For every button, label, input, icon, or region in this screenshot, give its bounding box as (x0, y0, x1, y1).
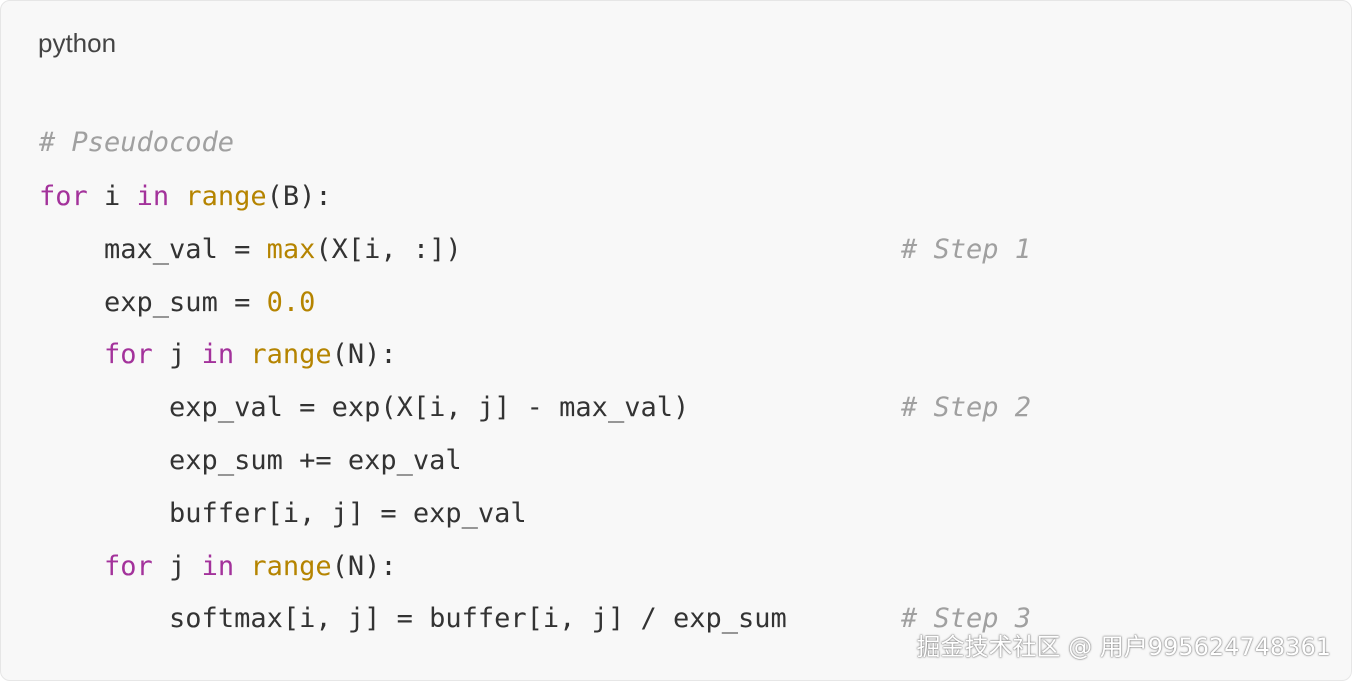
code-token: (N): (331, 551, 397, 582)
code-line: exp_sum += exp_val (39, 441, 462, 481)
code-line: for i in range(B): (39, 177, 332, 217)
code-line: exp_sum = 0.0 (39, 283, 315, 323)
code-indent (39, 445, 169, 476)
code-line: exp_val = exp(X[i, j] - max_val) (39, 388, 689, 428)
code-token: max (266, 234, 316, 265)
code-line: softmax[i, j] = buffer[i, j] / exp_sum (39, 599, 787, 639)
code-indent (39, 603, 169, 634)
code-line: buffer[i, j] = exp_val (39, 494, 527, 534)
code-indent (39, 234, 104, 265)
code-token: j (152, 339, 202, 370)
step-comment: # Step 1 (901, 234, 1032, 265)
code-token: range (185, 181, 267, 212)
code-line: for j in range(N): (39, 335, 397, 375)
step-comment: # Step 2 (901, 392, 1032, 423)
code-token: max_val = (104, 234, 267, 265)
code-indent (39, 392, 169, 423)
code-token (234, 339, 250, 370)
code-token: in (201, 551, 235, 582)
code-line: for j in range(N): (39, 547, 397, 587)
step-comment: # Step 3 (901, 603, 1032, 634)
code-token: (X[i, :]) (315, 234, 462, 265)
language-label: python (38, 28, 117, 58)
code-token: (N): (331, 339, 397, 370)
code-line: max_val = max(X[i, :]) (39, 230, 462, 270)
code-token (169, 181, 185, 212)
code-token: in (201, 339, 235, 370)
code-token: softmax[i, j] = buffer[i, j] / exp_sum (169, 603, 787, 634)
code-token: for (104, 551, 153, 582)
code-token: exp_sum = (104, 287, 267, 318)
code-indent (39, 339, 104, 370)
code-token: for (104, 339, 153, 370)
code-token: i (87, 181, 137, 212)
code-comment: # Pseudocode (39, 127, 235, 158)
code-line: # Pseudocode (39, 123, 234, 163)
watermark: 掘金技术社区 @ 用户995624748361 (916, 633, 1332, 661)
code-indent (39, 551, 104, 582)
code-token (234, 551, 250, 582)
code-token: exp_val = exp(X[i, j] - max_val) (169, 392, 690, 423)
code-token: j (152, 551, 202, 582)
code-token: 0.0 (266, 287, 316, 318)
code-indent (39, 498, 169, 529)
code-token: in (136, 181, 170, 212)
code-token: (B): (266, 181, 332, 212)
code-indent (39, 287, 104, 318)
code-token: for (39, 181, 88, 212)
code-token: range (250, 551, 332, 582)
code-token: buffer[i, j] = exp_val (169, 498, 527, 529)
code-token: exp_sum += exp_val (169, 445, 462, 476)
code-token: range (250, 339, 332, 370)
